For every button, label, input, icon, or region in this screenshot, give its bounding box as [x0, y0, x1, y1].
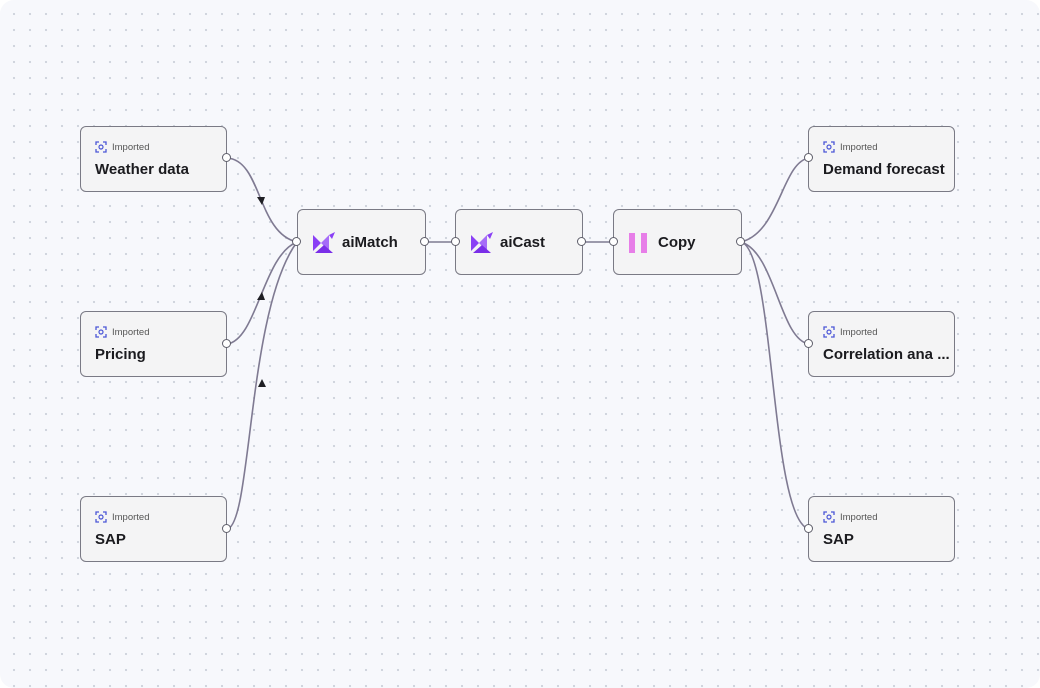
process-node-aimatch[interactable]: aiMatch — [297, 209, 426, 275]
source-node-pricing[interactable]: Imported Pricing — [80, 311, 227, 377]
node-title: aiCast — [500, 234, 546, 251]
input-port[interactable] — [451, 237, 460, 246]
imported-tag: Imported — [95, 141, 150, 153]
bird-logo-icon — [313, 232, 335, 253]
imported-tag: Imported — [823, 326, 878, 338]
arrow-head — [257, 197, 265, 205]
input-port[interactable] — [609, 237, 618, 246]
node-title: Pricing — [95, 346, 146, 363]
edge-copy-to-sap-out — [740, 241, 810, 530]
input-port[interactable] — [804, 153, 813, 162]
tag-label: Imported — [840, 511, 878, 523]
node-title: Weather data — [95, 161, 189, 178]
output-port[interactable] — [222, 524, 231, 533]
bird-logo-icon — [471, 232, 493, 253]
node-title: Copy — [658, 234, 696, 251]
source-node-weather[interactable]: Imported Weather data — [80, 126, 227, 192]
imported-icon — [823, 141, 835, 153]
imported-tag: Imported — [823, 141, 878, 153]
tag-label: Imported — [840, 326, 878, 338]
input-port[interactable] — [804, 524, 813, 533]
output-port[interactable] — [222, 153, 231, 162]
output-node-sap[interactable]: Imported SAP — [808, 496, 955, 562]
arrow-head — [257, 292, 265, 300]
output-port[interactable] — [222, 339, 231, 348]
tag-label: Imported — [112, 326, 150, 338]
output-node-demand-forecast[interactable]: Imported Demand forecast — [808, 126, 955, 192]
imported-icon — [95, 141, 107, 153]
node-title: Demand forecast — [823, 161, 945, 178]
copy-bars-icon — [629, 233, 647, 253]
input-port[interactable] — [292, 237, 301, 246]
process-node-copy[interactable]: Copy — [613, 209, 742, 275]
input-port[interactable] — [804, 339, 813, 348]
imported-icon — [823, 511, 835, 523]
output-node-correlation[interactable]: Imported Correlation ana ... — [808, 311, 955, 377]
edge-copy-to-demand — [740, 157, 810, 243]
edge-copy-to-correlation — [740, 241, 810, 345]
tag-label: Imported — [112, 511, 150, 523]
output-port[interactable] — [420, 237, 429, 246]
tag-label: Imported — [112, 141, 150, 153]
source-node-sap[interactable]: Imported SAP — [80, 496, 227, 562]
edge-sap-to-aimatch — [226, 241, 298, 530]
process-node-aicast[interactable]: aiCast — [455, 209, 583, 275]
imported-icon — [95, 511, 107, 523]
imported-tag: Imported — [95, 511, 150, 523]
imported-tag: Imported — [823, 511, 878, 523]
node-title: SAP — [95, 531, 126, 548]
arrow-head — [258, 379, 266, 387]
output-port[interactable] — [577, 237, 586, 246]
tag-label: Imported — [840, 141, 878, 153]
node-title: aiMatch — [342, 234, 398, 251]
output-port[interactable] — [736, 237, 745, 246]
node-title: Correlation ana ... — [823, 346, 950, 363]
node-title: SAP — [823, 531, 854, 548]
imported-icon — [823, 326, 835, 338]
imported-tag: Imported — [95, 326, 150, 338]
imported-icon — [95, 326, 107, 338]
